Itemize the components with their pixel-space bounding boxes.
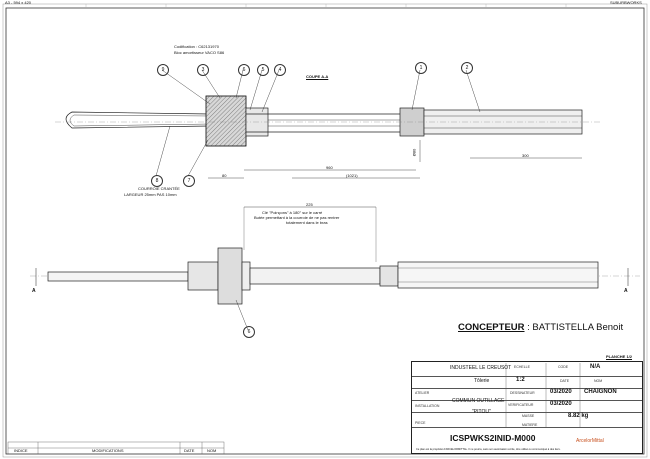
section-marker-left: A <box>32 288 36 294</box>
installation-label: INSTALLATION <box>415 404 440 408</box>
echelle-label: ECHELLE <box>514 365 530 369</box>
company-name: INDUSTEEL LE CREUSOT <box>450 365 512 371</box>
bloc-text: Bloc amortisseur VACO S86 <box>174 50 225 55</box>
courroie-size-text: LARGEUR 25mm PAS 10mm <box>124 192 177 197</box>
dim-960: 960 <box>326 165 333 170</box>
rev-date: DATE <box>184 448 195 453</box>
masse-value: 8.82 kg <box>568 413 589 419</box>
rev-indice: INDICE <box>14 448 28 453</box>
revision-table <box>7 441 225 455</box>
rev-modifications: MODIFICATIONS <box>92 448 124 453</box>
sheet-format: A3 - 594 x 420 <box>5 0 32 5</box>
balloon-6b: 6 <box>243 326 255 338</box>
courroie-text: COURROIE CRANTÉE <box>138 186 180 191</box>
echelle-value: 1:2 <box>516 377 525 383</box>
balloon-9: 9 <box>157 64 169 76</box>
brand-logo: ArcelorMittal <box>576 438 604 444</box>
code-value: N/A <box>590 364 601 370</box>
note-line-2: Butée permettant à la courroie de ne pas… <box>254 215 340 220</box>
note-line-1: Clé "Poinçons" à 180° sur le carré <box>262 210 323 215</box>
title-block: INDUSTEEL LE CREUSOT Tôlerie ATELIER COM… <box>411 361 643 454</box>
piece-name: "PITOU" <box>472 409 491 415</box>
outillage: COMMUN OUTILLAGE <box>452 398 505 404</box>
dim-300: 300 <box>522 153 529 158</box>
balloon-3: 3 <box>197 64 209 76</box>
balloon-2: 2 <box>461 62 473 74</box>
dim-80: 80 <box>222 173 227 178</box>
balloon-4: 4 <box>274 64 286 76</box>
elevation-view <box>30 206 640 331</box>
sheet-number: PLANCHE 1/2 <box>606 354 633 359</box>
designer-label: CONCEPTEUR <box>458 322 525 333</box>
drawing-number: ICSPWKS2INID-M000 <box>450 433 536 443</box>
section-label: COUPE A-A <box>306 74 329 79</box>
rev-nom: NOM <box>207 448 217 453</box>
codification-text: Codification : C62131970 <box>174 44 219 49</box>
department: Tôlerie <box>474 378 490 384</box>
matiere-label: MATIERE <box>522 423 538 427</box>
designer-name: : BATTISTELLA Benoit <box>524 322 624 333</box>
verificateur-label: VERIFICATEUR <box>508 403 534 407</box>
note-line-3: totalement dans le bras <box>286 220 328 225</box>
balloon-1: 1 <box>415 62 427 74</box>
dim-225: 225 <box>306 202 313 207</box>
piece-label: PIECE <box>415 421 426 425</box>
dim-1021: (1021) <box>346 173 358 178</box>
balloon-7: 7 <box>183 175 195 187</box>
dim-vertical: Ø80 <box>411 148 417 157</box>
section-marker-right: A <box>624 288 628 294</box>
designateur-name: CHAIGNON <box>584 389 617 395</box>
corner-ref: SUBURBWORKS <box>610 0 642 5</box>
masse-label: MASSE <box>522 414 535 418</box>
designer-line: CONCEPTEUR : BATTISTELLA Benoit <box>458 322 623 333</box>
designateur-date: 03/2020 <box>550 389 572 395</box>
nom-label: NOM <box>594 379 603 383</box>
balloon-6: 6 <box>238 64 250 76</box>
designateur-label: DESSINATEUR <box>510 391 535 395</box>
section-view <box>55 69 600 179</box>
copyright-footer: Ce plan est la propriété d'ARCELORMITTAL… <box>416 448 561 451</box>
verificateur-date: 03/2020 <box>550 401 572 407</box>
code-label: CODE <box>558 365 569 369</box>
atelier-label: ATELIER <box>415 391 430 395</box>
balloon-5: 5 <box>257 64 269 76</box>
date-label: DATE <box>560 379 570 383</box>
balloon-8: 8 <box>151 175 163 187</box>
